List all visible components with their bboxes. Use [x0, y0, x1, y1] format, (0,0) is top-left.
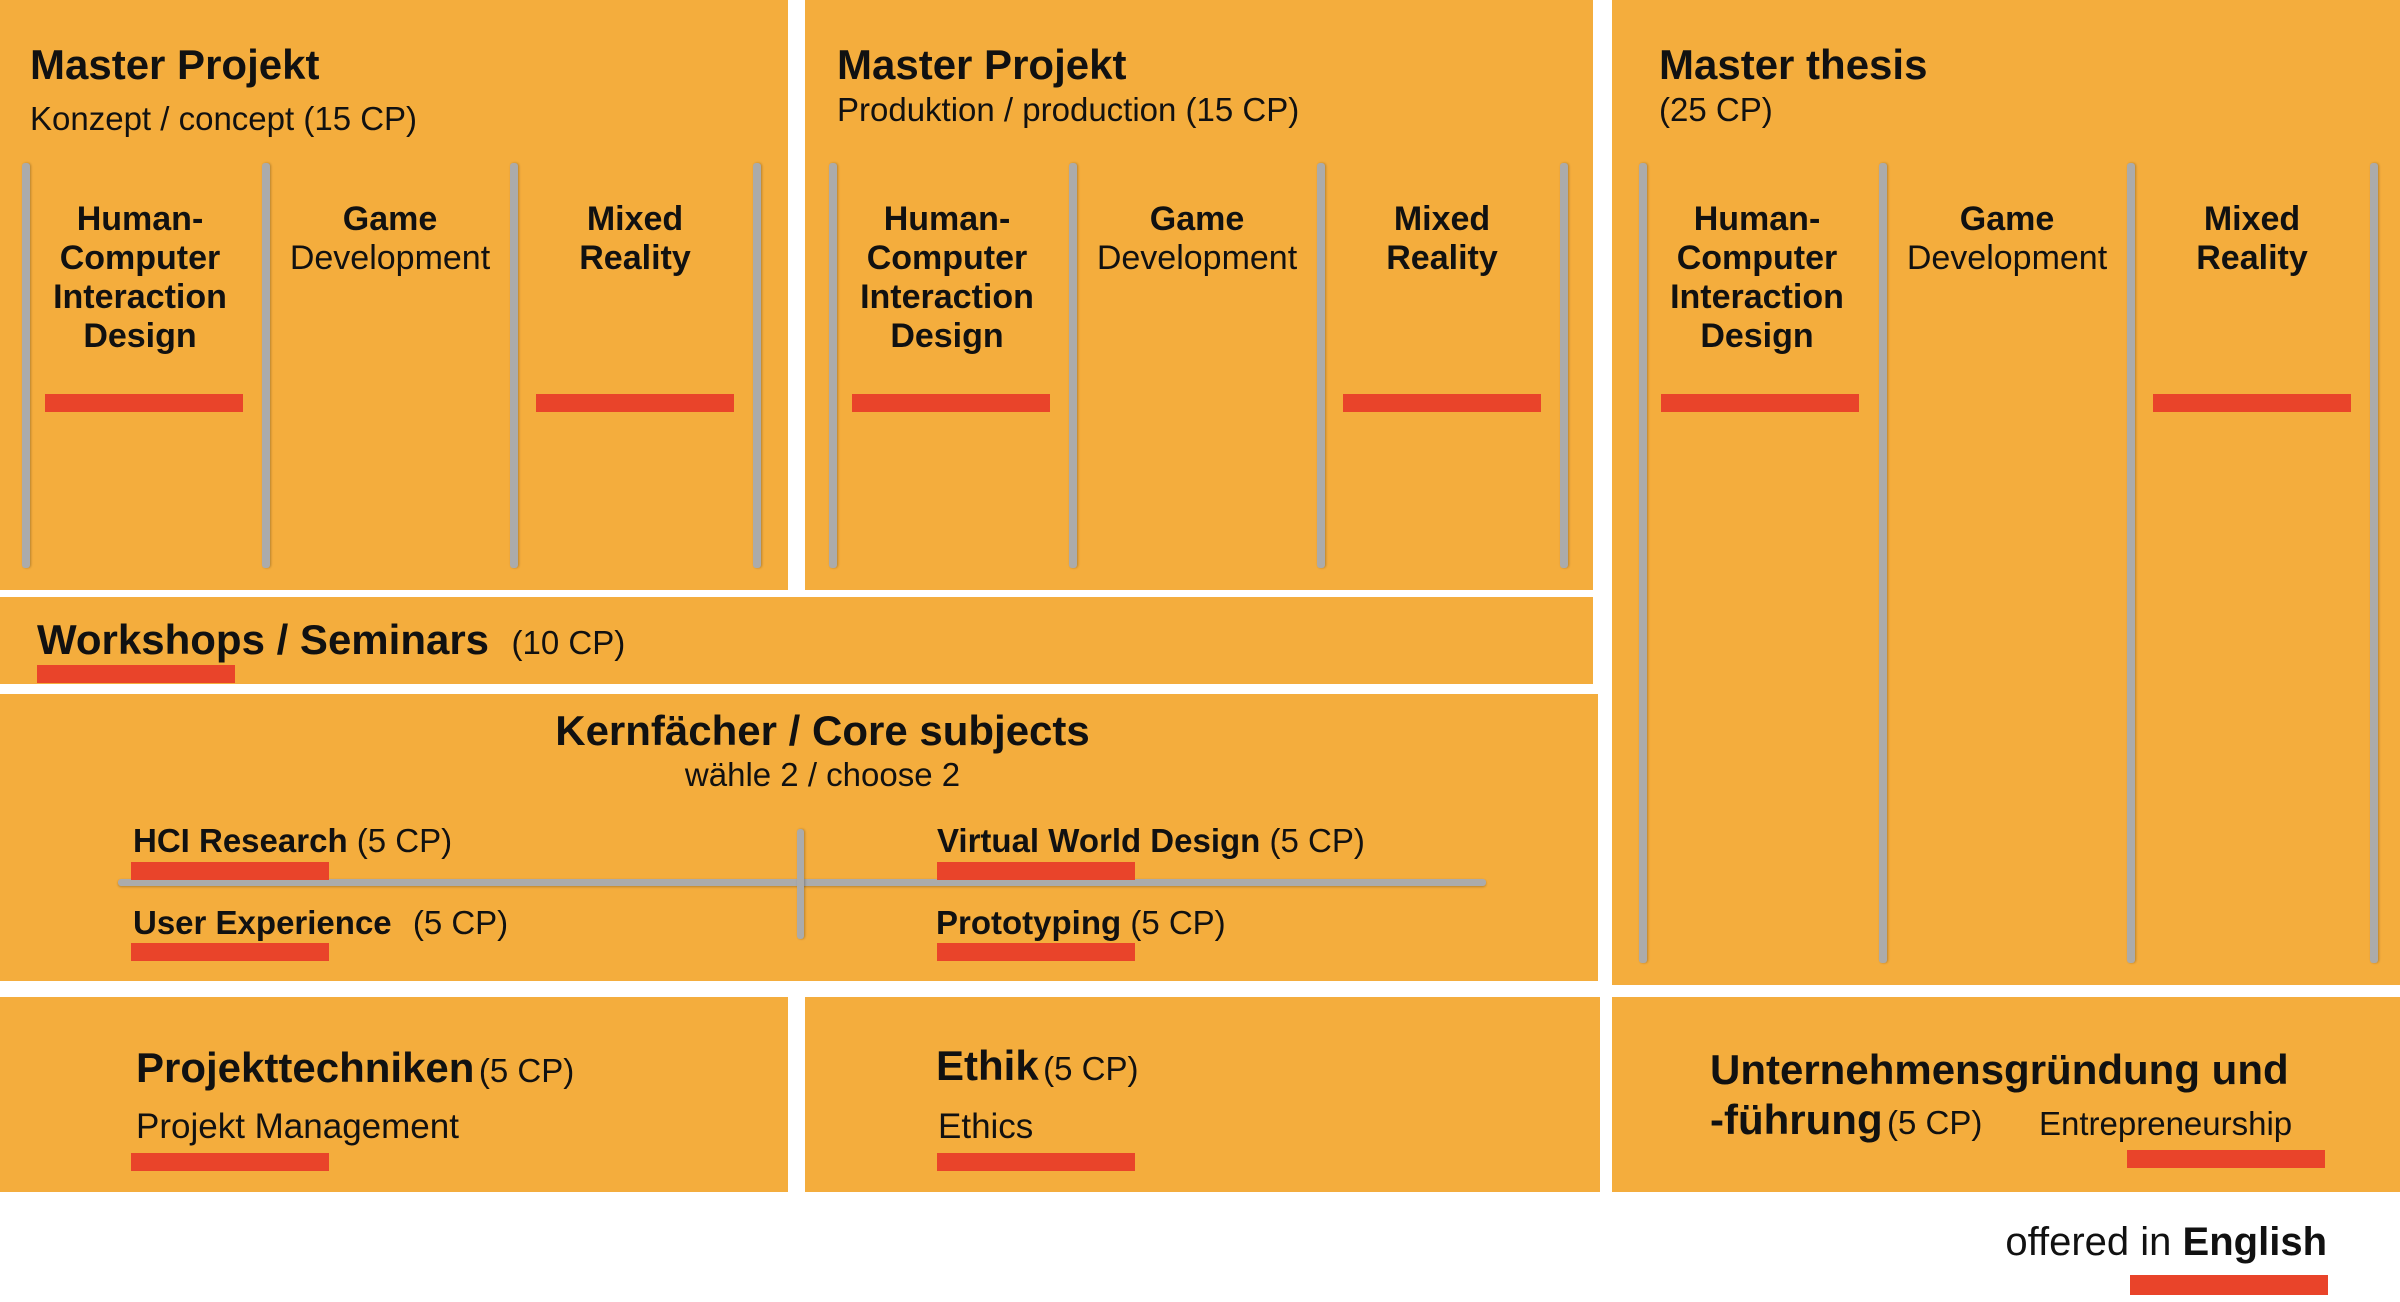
english-marker: [937, 862, 1135, 880]
projekttechniken-title: Projekttechniken: [136, 1044, 475, 1091]
column-divider: [1317, 163, 1325, 568]
english-marker: [1661, 394, 1859, 412]
production-title: Master Projekt: [837, 41, 1127, 88]
ethik-subtitle: Ethics: [938, 1107, 1034, 1146]
entrepreneurship-cp: (5 CP): [1887, 1104, 1983, 1141]
projekttechniken-box: Projekttechniken (5 CP) Projekt Manageme…: [0, 997, 788, 1192]
ethik-box: Ethik (5 CP) Ethics: [805, 997, 1600, 1192]
column-divider: [262, 163, 270, 568]
concept-subtitle: Konzept / concept (15 CP): [30, 100, 418, 137]
thesis-title: Master thesis: [1659, 41, 1928, 88]
thesis-subtitle: (25 CP): [1659, 91, 1773, 128]
entrepreneurship-heading-line2: -führung (5 CP): [1710, 1099, 1982, 1141]
production-column-mixed-reality: Mixed Reality: [1386, 200, 1498, 277]
english-marker: [1343, 394, 1541, 412]
english-marker: [937, 1153, 1135, 1171]
english-marker: [937, 943, 1135, 961]
workshops-box: Workshops / Seminars (10 CP): [0, 597, 1593, 684]
column-divider: [22, 163, 30, 568]
legend: offered in English: [2005, 1222, 2327, 1262]
workshops-cp: (10 CP): [511, 624, 626, 661]
column-divider: [1639, 163, 1647, 963]
workshops-heading: Workshops / Seminars (10 CP): [37, 619, 625, 661]
column-divider: [829, 163, 837, 568]
workshops-title: Workshops / Seminars: [37, 616, 490, 663]
core-subject-user-experience: User Experience (5 CP): [133, 906, 508, 939]
master-projekt-production-box: Master Projekt Produktion / production (…: [805, 0, 1593, 590]
subject-cp: (5 CP): [1130, 904, 1226, 941]
english-marker: [37, 665, 235, 683]
english-marker: [852, 394, 1050, 412]
entrepreneurship-subtitle: Entrepreneurship: [2039, 1105, 2293, 1142]
concept-column-hci: Human-Computer Interaction Design: [53, 200, 227, 355]
column-divider: [1560, 163, 1568, 568]
entrepreneurship-title-line2: -führung: [1710, 1096, 1883, 1143]
core-subjects-box: Kernfächer / Core subjects wähle 2 / cho…: [0, 694, 1598, 981]
ethik-heading: Ethik (5 CP): [936, 1045, 1138, 1087]
english-marker: [45, 394, 243, 412]
concept-column-mixed-reality: Mixed Reality: [579, 200, 691, 277]
core-vertical-divider: [797, 829, 804, 939]
subject-cp: (5 CP): [356, 822, 453, 859]
subject-name: Prototyping: [936, 904, 1122, 941]
column-divider: [753, 163, 761, 568]
projekttechniken-cp: (5 CP): [478, 1052, 575, 1089]
ethik-cp: (5 CP): [1043, 1050, 1139, 1087]
english-marker: [131, 862, 329, 880]
thesis-column-hci: Human-Computer Interaction Design: [1670, 200, 1844, 355]
entrepreneurship-title-line1: Unternehmensgründung und: [1710, 1046, 2289, 1093]
column-divider: [1879, 163, 1887, 963]
english-marker: [131, 943, 329, 961]
subject-cp: (5 CP): [1269, 822, 1365, 859]
column-divider: [2370, 163, 2378, 963]
core-subject-prototyping: Prototyping (5 CP): [936, 906, 1226, 939]
legend-prefix: offered in: [2005, 1220, 2172, 1264]
thesis-column-mixed-reality: Mixed Reality: [2196, 200, 2308, 277]
column-divider: [1069, 163, 1077, 568]
english-marker: [536, 394, 734, 412]
column-divider: [2127, 163, 2135, 963]
english-marker: [2153, 394, 2351, 412]
projekttechniken-heading: Projekttechniken (5 CP): [136, 1047, 574, 1089]
production-column-hci: Human-Computer Interaction Design: [860, 200, 1034, 355]
concept-title: Master Projekt: [30, 41, 320, 88]
master-projekt-concept-box: Master Projekt Konzept / concept (15 CP)…: [0, 0, 788, 590]
english-marker: [2127, 1150, 2325, 1168]
projekttechniken-subtitle: Projekt Management: [136, 1107, 459, 1146]
master-thesis-box: Master thesis (25 CP) Human-Computer Int…: [1612, 0, 2400, 985]
core-subject-hci-research: HCI Research (5 CP): [133, 824, 452, 857]
subject-name: Virtual World Design: [937, 822, 1261, 859]
subject-cp: (5 CP): [412, 904, 509, 941]
legend-marker: [2130, 1275, 2328, 1295]
ethik-title: Ethik: [936, 1042, 1039, 1089]
core-subtitle: wähle 2 / choose 2: [684, 756, 961, 793]
column-divider: [510, 163, 518, 568]
production-subtitle: Produktion / production (15 CP): [837, 91, 1300, 128]
subject-name: User Experience: [133, 904, 392, 941]
subject-name: HCI Research: [133, 822, 348, 859]
core-subject-virtual-world-design: Virtual World Design (5 CP): [937, 824, 1365, 857]
entrepreneurship-box: Unternehmensgründung und -führung (5 CP)…: [1612, 997, 2400, 1192]
english-marker: [131, 1153, 329, 1171]
core-title: Kernfächer / Core subjects: [555, 707, 1090, 754]
legend-english: English: [2182, 1220, 2327, 1264]
